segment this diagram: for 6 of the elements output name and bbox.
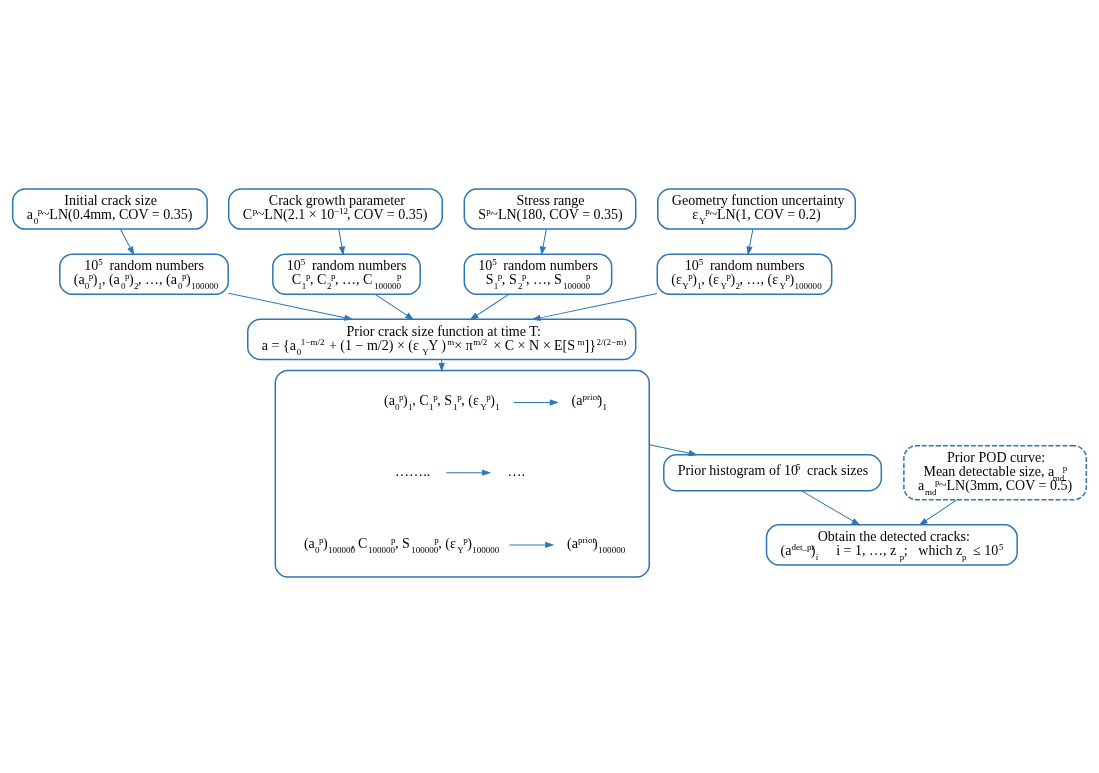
node-text: ……..: [395, 462, 431, 479]
node-text: (a$^{prior}$)$_{1}$: [571, 391, 608, 412]
node-text: (a$^{prior}$)$_{100000}$: [567, 534, 626, 555]
node-text: (a$_{0}$$^{p}$)$_{100000}$, C$_{100000}$$^{p}$, S$_{100000}$$^{p}$, (ε$_{Y}$$^{p}$)$_{100000}$: [303, 534, 500, 555]
node-text: (a$_{0}$$^{p}$)$_{1}$, C$_{1}$$^{p}$, S$_{1}$$^{p}$, (ε$_{Y}$$^{p}$)$_{1}$: [384, 391, 500, 412]
node-text: ….: [507, 462, 525, 479]
